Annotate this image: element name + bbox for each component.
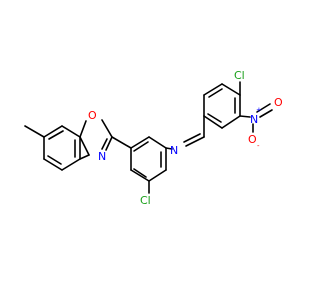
nitro-nitrogen-charge: + (256, 106, 262, 114)
bond (148, 136, 167, 149)
oxazole-nitrogen-label: N (98, 150, 106, 163)
bond (101, 119, 113, 138)
chlorine-label-bottom: Cl (140, 194, 151, 207)
bond (130, 169, 150, 182)
bond (148, 169, 167, 182)
bond (47, 155, 62, 165)
bond (79, 154, 90, 160)
molecule-diagram: Cl N + O O - N O N Cl (24, 69, 283, 207)
bond (61, 158, 81, 171)
bond (221, 115, 241, 129)
bond (203, 83, 223, 96)
bond (185, 136, 205, 147)
bond (221, 83, 241, 96)
bond (43, 125, 63, 138)
bond (130, 136, 150, 149)
bond (43, 158, 63, 171)
bond (239, 115, 251, 118)
bond (133, 141, 149, 152)
oxazole-oxygen-label: O (88, 109, 97, 122)
bond (105, 136, 113, 151)
bond (61, 125, 81, 138)
imine-nitrogen-label: N (170, 144, 178, 157)
bond (183, 133, 201, 143)
bond (133, 168, 147, 178)
bond (259, 109, 273, 118)
chlorine-label-top: Cl (234, 69, 245, 82)
nitro-oxygen-label: O (274, 96, 283, 109)
bond (208, 88, 223, 98)
bond-layer (24, 81, 273, 194)
nitro-oxygen-minus-label: O (248, 133, 257, 146)
bond (79, 136, 90, 156)
bond (203, 115, 223, 129)
atom-label-layer: Cl N + O O - N O N Cl (88, 69, 283, 207)
bond (101, 138, 108, 150)
structure-canvas: Cl N + O O - N O N Cl (24, 69, 283, 207)
bond (24, 125, 45, 138)
bond (111, 136, 132, 149)
bond (207, 113, 222, 123)
nitro-nitrogen-label: N (250, 113, 258, 126)
bond (48, 130, 64, 140)
bond (79, 120, 87, 138)
bond (165, 147, 173, 150)
bond (256, 103, 271, 113)
nitro-oxygen-charge: - (257, 142, 260, 150)
